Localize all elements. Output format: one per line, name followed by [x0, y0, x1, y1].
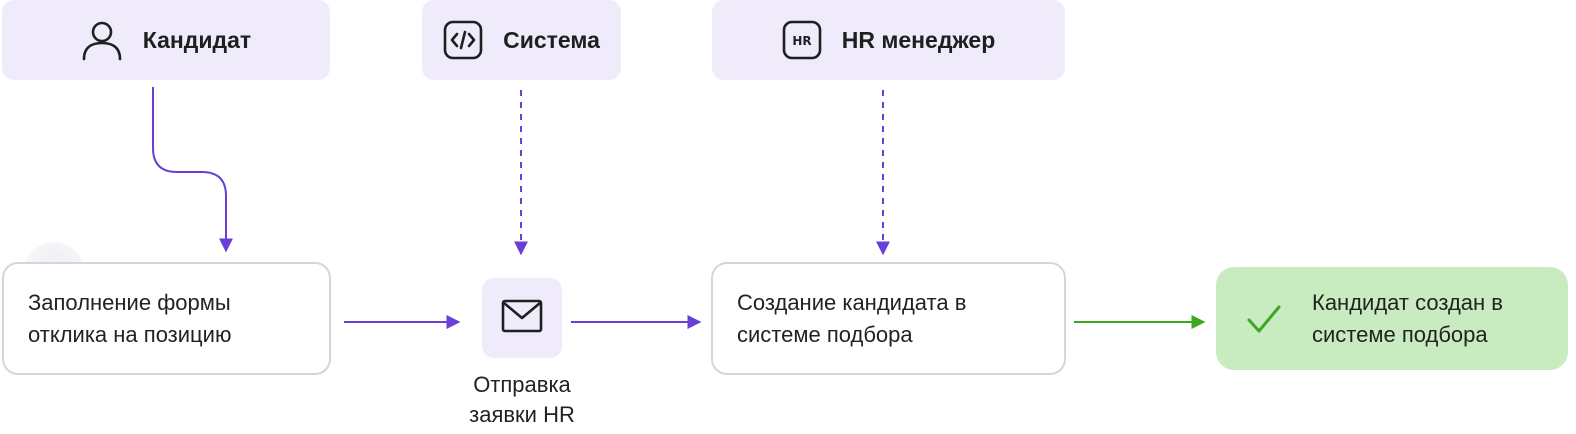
actor-hr-manager-label: HR менеджер	[841, 26, 996, 53]
mail-icon	[501, 299, 543, 338]
actor-system: Система	[422, 0, 621, 80]
step-fill-form-label: Заполнение формы отклика на позицию	[28, 289, 232, 347]
step-send-request-label: Отправка заявки HR	[469, 372, 575, 427]
user-icon	[81, 19, 123, 61]
check-icon	[1216, 303, 1312, 335]
result-candidate-created: Кандидат создан в системе подбора	[1216, 267, 1568, 370]
hr-badge-text: HR	[792, 34, 811, 48]
step-fill-form: Заполнение формы отклика на позицию	[2, 262, 331, 375]
actor-candidate-label: Кандидат	[142, 26, 252, 53]
step-send-request-box	[482, 278, 562, 358]
connector-candidate-to-form	[152, 87, 233, 253]
actor-system-label: Система	[503, 26, 600, 53]
code-icon	[443, 20, 483, 60]
hr-badge-icon: HR	[782, 20, 822, 60]
actor-candidate: Кандидат	[2, 0, 330, 80]
step-create-candidate: Создание кандидата в системе подбора	[711, 262, 1066, 375]
result-label: Кандидат создан в системе подбора	[1312, 289, 1503, 347]
step-create-candidate-label: Создание кандидата в системе подбора	[737, 289, 967, 347]
actor-hr-manager: HR HR менеджер	[712, 0, 1065, 80]
